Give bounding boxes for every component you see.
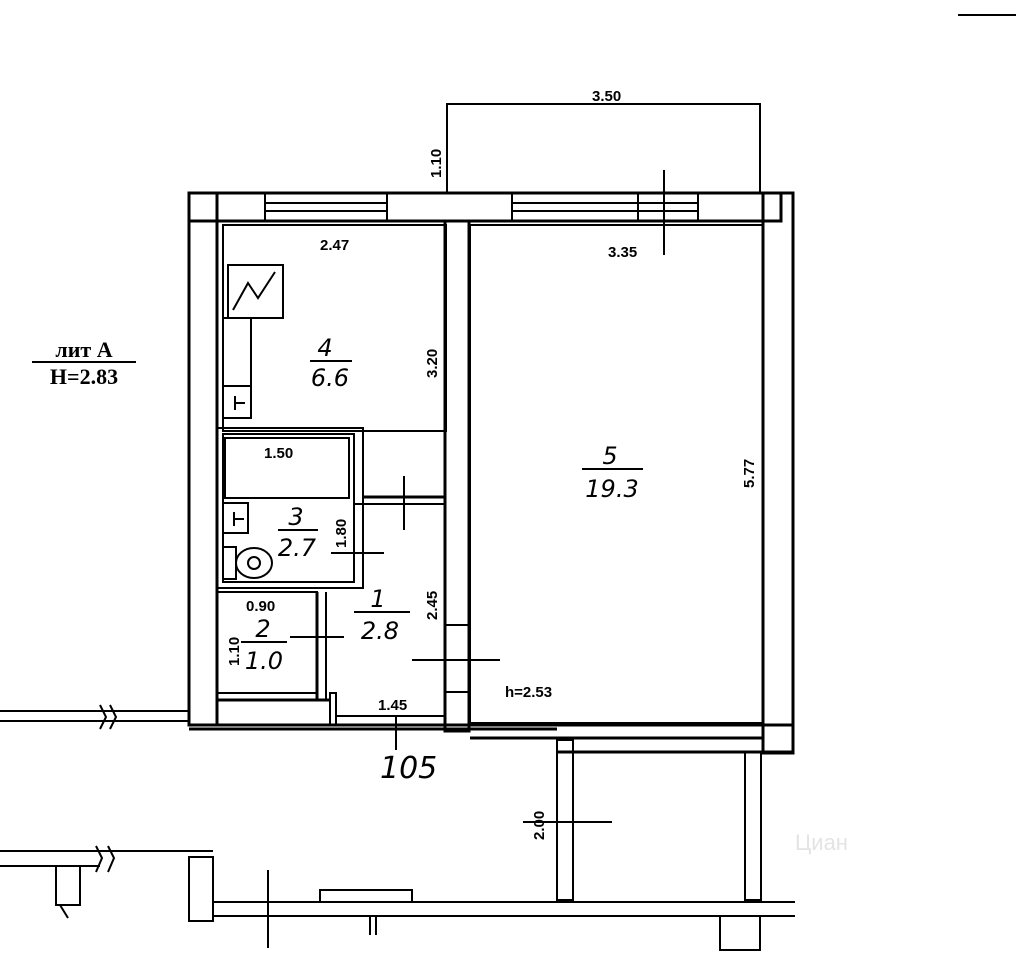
dim-bath-length: 1.80 bbox=[333, 519, 350, 548]
balcony bbox=[446, 103, 761, 194]
lit-name: лит А bbox=[55, 337, 112, 362]
dim-hall-length: 2.45 bbox=[424, 591, 441, 620]
room-3-label: 3 2.7 bbox=[278, 503, 318, 562]
washbasin-icon bbox=[222, 502, 249, 534]
room-number: 5 bbox=[602, 442, 617, 470]
room-number: 1 bbox=[370, 585, 385, 613]
watermark: Циан bbox=[795, 830, 848, 855]
room-number: 4 bbox=[317, 334, 332, 362]
dim-corridor-depth: 2.00 bbox=[531, 811, 548, 840]
corridor-walls bbox=[0, 704, 795, 951]
dim-kitchen-width: 2.47 bbox=[320, 237, 349, 254]
room-1-label: 1 2.8 bbox=[354, 585, 410, 645]
room-area: 2.8 bbox=[361, 617, 399, 645]
bathtub-icon bbox=[224, 437, 350, 499]
room-number: 3 bbox=[288, 503, 303, 531]
window-room bbox=[511, 192, 699, 222]
room-area: 1.0 bbox=[245, 647, 283, 675]
room-number: 2 bbox=[255, 615, 270, 643]
room-area: 6.6 bbox=[311, 364, 349, 392]
dim-balcony-depth: 1.10 bbox=[428, 149, 445, 178]
dim-wc-length: 1.10 bbox=[226, 637, 243, 666]
window-kitchen bbox=[264, 192, 388, 222]
ceiling-height: H=2.83 bbox=[50, 364, 118, 389]
room-5-label: 5 19.3 bbox=[582, 442, 643, 503]
toilet-icon bbox=[222, 546, 273, 580]
lit-label: лит А H=2.83 bbox=[32, 337, 136, 389]
door-marks bbox=[290, 476, 500, 750]
dim-hall-width: 1.45 bbox=[378, 697, 407, 714]
kitchen-counter bbox=[222, 317, 252, 387]
dim-bath-width: 1.50 bbox=[264, 445, 293, 462]
kitchen-sink-icon bbox=[222, 385, 252, 419]
room-area: 19.3 bbox=[585, 475, 638, 503]
room-height-label: h=2.53 bbox=[505, 684, 552, 701]
apartment-number: 105 bbox=[380, 751, 437, 786]
dim-kitchen-length: 3.20 bbox=[424, 349, 441, 378]
dim-balcony-width: 3.50 bbox=[592, 88, 621, 105]
dim-room-length: 5.77 bbox=[741, 459, 758, 488]
room-2-label: 2 1.0 bbox=[241, 615, 287, 675]
room-4-label: 4 6.6 bbox=[310, 334, 352, 392]
room-area: 2.7 bbox=[278, 534, 317, 562]
dim-room-width: 3.35 bbox=[608, 244, 637, 261]
dim-wc-width: 0.90 bbox=[246, 598, 275, 615]
interior-walls bbox=[216, 219, 764, 733]
stove-icon bbox=[227, 264, 284, 319]
